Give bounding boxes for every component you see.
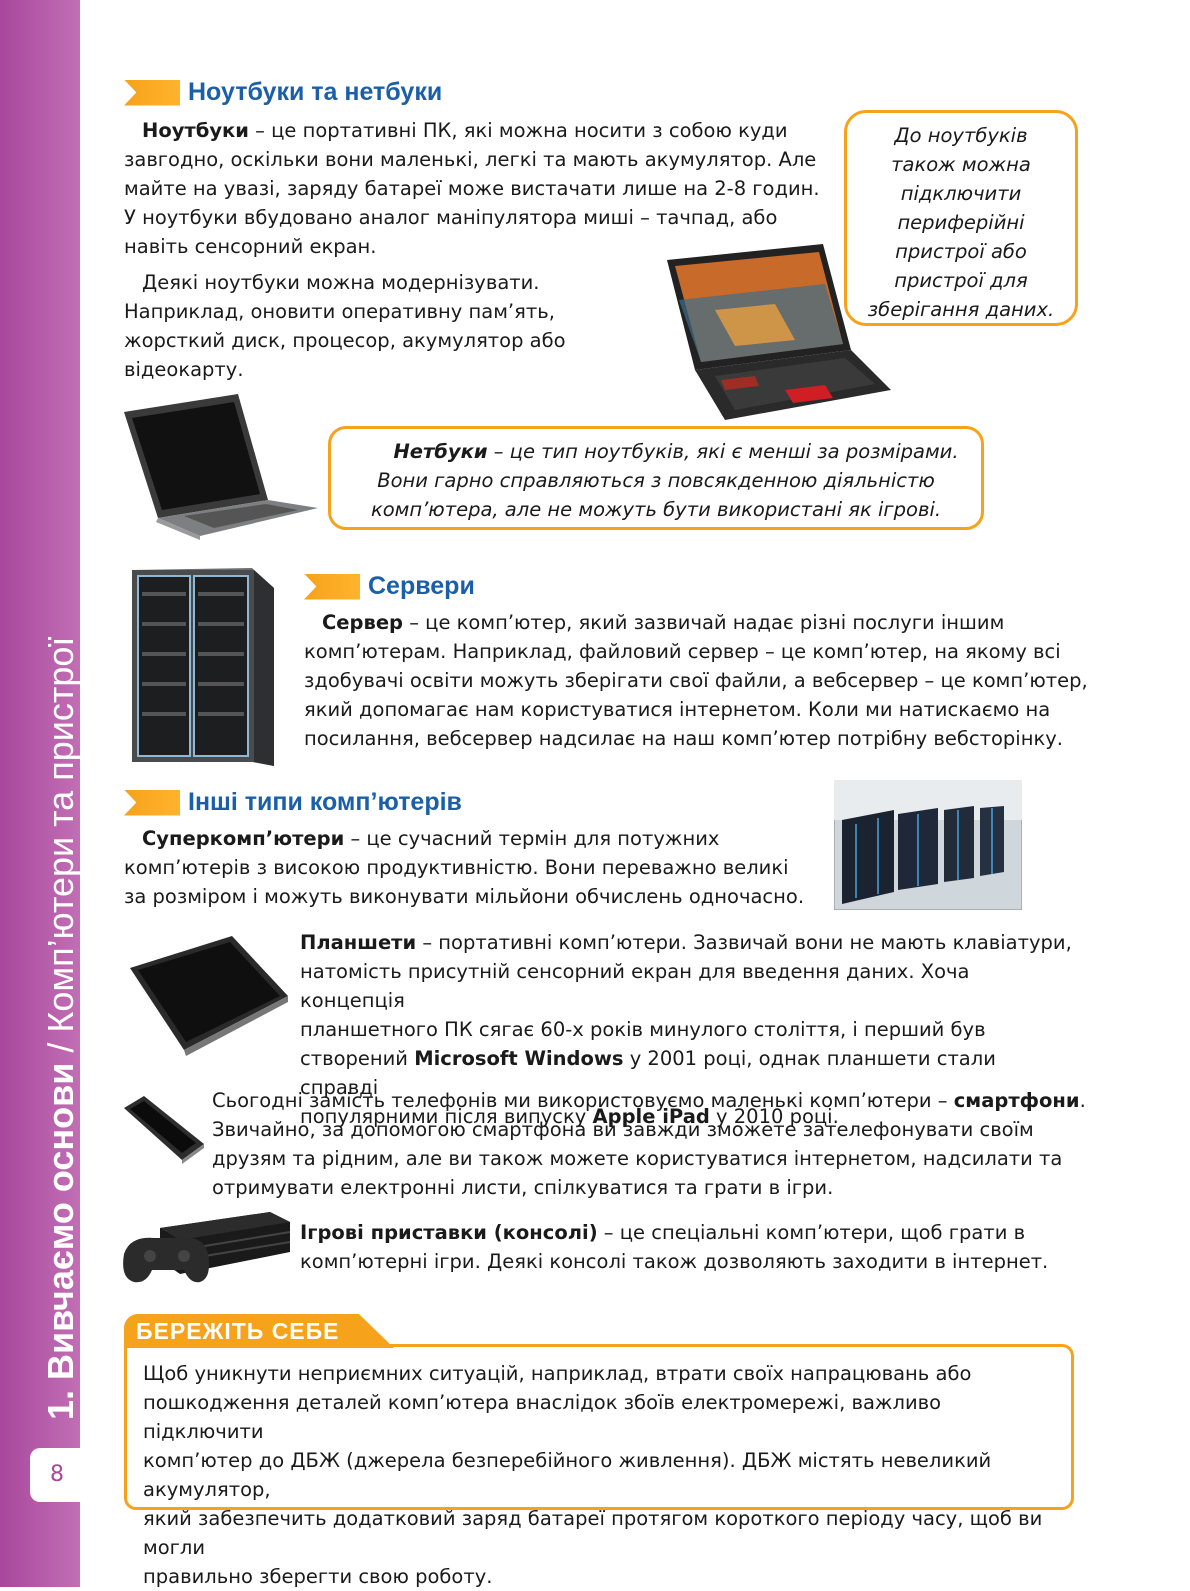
supercomputer-image bbox=[834, 780, 1022, 910]
section-heading-laptops: Ноутбуки та нетбуки bbox=[124, 78, 442, 107]
text-line: – це портативні ПК, які можна носити з с… bbox=[248, 119, 788, 142]
warning-line: Щоб уникнути неприємних ситуацій, наприк… bbox=[143, 1362, 972, 1385]
text-line: навіть сенсорний екран. bbox=[124, 235, 377, 258]
callout-line: До ноутбуків bbox=[894, 124, 1028, 147]
text-line: планшетного ПК сягає 60-х років минулого… bbox=[300, 1018, 986, 1041]
text-line: – це спеціальні комп’ютери, щоб грати в bbox=[597, 1221, 1026, 1244]
gaming-laptop-image bbox=[667, 244, 891, 420]
text-line: – портативні комп’ютери. Зазвичай вони н… bbox=[416, 931, 1072, 954]
text-line: натомість присутній сенсорний екран для … bbox=[300, 960, 970, 1012]
term-apple-ipad: Apple iPad bbox=[592, 1105, 710, 1128]
section-heading-other: Інші типи комп’ютерів bbox=[124, 788, 462, 817]
callout-line: Вони гарно справляються з повсякденною д… bbox=[377, 469, 935, 492]
page-number: 8 bbox=[50, 1462, 64, 1487]
text-line: комп’ютерів з високою продуктивністю. Во… bbox=[124, 856, 789, 879]
warning-box: Щоб уникнути неприємних ситуацій, наприк… bbox=[124, 1344, 1074, 1588]
callout-line: периферійні bbox=[897, 211, 1025, 234]
text-line: комп’ютерні ігри. Деякі консолі також до… bbox=[300, 1250, 1049, 1273]
heading-text: Ноутбуки та нетбуки bbox=[188, 78, 443, 106]
text-line: у 2001 році, однак планшети стали справд… bbox=[300, 1047, 996, 1099]
consoles-paragraph: Ігрові приставки (консолі) – це спеціаль… bbox=[300, 1218, 1080, 1276]
chapter-title: 1. Вивчаємо основи / Комп’ютери та прист… bbox=[40, 637, 82, 1420]
section-heading-servers: Сервери bbox=[304, 572, 475, 601]
text-line: створений bbox=[300, 1047, 415, 1070]
callout-line: підключити bbox=[900, 182, 1022, 205]
term-supercomputers: Суперкомп’ютери bbox=[142, 827, 345, 850]
text-line: У ноутбуки вбудовано аналог маніпулятора… bbox=[124, 206, 778, 229]
warning-line: пошкодження деталей комп’ютера внаслідок… bbox=[143, 1391, 942, 1443]
heading-text: Сервери bbox=[368, 572, 475, 600]
text-line: Наприклад, оновити оперативну пам’ять, bbox=[124, 300, 555, 323]
callout-line: – це тип ноутбуків, які є менші за розмі… bbox=[487, 440, 959, 463]
laptops-upgrade-paragraph: Деякі ноутбуки можна модернізувати. Напр… bbox=[124, 268, 644, 384]
text-line: посилання, вебсервер надсилає на наш ком… bbox=[304, 727, 1063, 750]
warning-line: комп’ютер до ДБЖ (джерела безперебійного… bbox=[143, 1449, 992, 1501]
sidebar: 1. Вивчаємо основи / Комп’ютери та прист… bbox=[0, 0, 82, 1587]
term-server: Сервер bbox=[322, 611, 404, 634]
servers-paragraph: Сервер – це комп’ютер, який зазвичай над… bbox=[304, 608, 1094, 753]
callout-netbooks: Нетбуки – це тип ноутбуків, які є менші … bbox=[328, 426, 984, 530]
text-line: здобувачі освіти можуть зберігати свої ф… bbox=[304, 669, 1088, 692]
callout-line: також можна bbox=[891, 153, 1031, 176]
heading-text: Інші типи комп’ютерів bbox=[188, 788, 462, 816]
callout-peripherals: До ноутбуків також можна підключити пери… bbox=[844, 110, 1078, 326]
callout-line: пристрої для bbox=[894, 269, 1028, 292]
text-line: друзям та рідним, але ви також можете ко… bbox=[212, 1147, 1063, 1170]
callout-line: зберігання даних. bbox=[867, 298, 1055, 321]
warning-line: правильно зберегти свою роботу. bbox=[143, 1565, 493, 1588]
tablet-image bbox=[130, 936, 288, 1056]
term-laptops: Ноутбуки bbox=[142, 119, 249, 142]
callout-line: пристрої або bbox=[895, 240, 1027, 263]
text-line: комп’ютерам. Наприклад, файловий сервер … bbox=[304, 640, 1061, 663]
text-line: завгодно, оскільки вони маленькі, легкі … bbox=[124, 148, 817, 171]
text-line: популярними після випуску bbox=[300, 1105, 593, 1128]
callout-line: комп’ютера, але не можуть бути використа… bbox=[370, 498, 942, 521]
warning-tab: БЕРЕЖІТЬ СЕБЕ bbox=[124, 1314, 394, 1348]
term-consoles: Ігрові приставки (консолі) bbox=[300, 1221, 598, 1244]
text-line: який допомагає нам користуватися інтерне… bbox=[304, 698, 1051, 721]
smartphone-image bbox=[124, 1096, 204, 1164]
page-number-box: 8 bbox=[30, 1448, 80, 1502]
term-netbooks: Нетбуки bbox=[393, 440, 488, 463]
arrow-icon bbox=[124, 79, 180, 106]
arrow-icon bbox=[124, 789, 180, 816]
supercomputers-paragraph: Суперкомп’ютери – це сучасний термін для… bbox=[124, 824, 824, 911]
chapter-title-rest: / Комп’ютери та пристрої bbox=[40, 636, 81, 1063]
text-line: за розміром і можуть виконувати мільйони… bbox=[124, 885, 805, 908]
term-tablets: Планшети bbox=[300, 931, 417, 954]
arrow-icon bbox=[304, 573, 360, 600]
text-line: – це сучасний термін для потужних bbox=[344, 827, 720, 850]
text-line: Деякі ноутбуки можна модернізувати. bbox=[142, 271, 540, 294]
text-line: отримувати електронні листи, спілкуватис… bbox=[212, 1176, 834, 1199]
chapter-title-bold: 1. Вивчаємо основи bbox=[40, 1062, 81, 1420]
game-console-image bbox=[123, 1212, 291, 1283]
warning-title: БЕРЕЖІТЬ СЕБЕ bbox=[136, 1318, 340, 1344]
term-microsoft-windows: Microsoft Windows bbox=[414, 1047, 624, 1070]
text-line: жорсткий диск, процесор, акумулятор або bbox=[124, 329, 566, 352]
text-line: відеокарту. bbox=[124, 358, 244, 381]
text-line: майте на увазі, заряду батареї може вист… bbox=[124, 177, 820, 200]
text-line: Сьогодні замість телефонів ми використов… bbox=[212, 1089, 954, 1112]
laptops-paragraph: Ноутбуки – це портативні ПК, які можна н… bbox=[124, 116, 824, 261]
term-smartphones: смартфони bbox=[953, 1089, 1080, 1112]
server-rack-image bbox=[132, 568, 274, 766]
smartphones-paragraph: Сьогодні замість телефонів ми використов… bbox=[212, 1086, 1102, 1202]
text-line: – це комп’ютер, який зазвичай надає різн… bbox=[403, 611, 1005, 634]
warning-line: який забезпечить додатковий заряд батаре… bbox=[143, 1507, 1043, 1559]
tablets-paragraph: Планшети – портативні комп’ютери. Зазвич… bbox=[300, 928, 1080, 1131]
text-line: Звичайно, за допомогою смартфона ви завж… bbox=[212, 1118, 1034, 1141]
text-line: . bbox=[1079, 1089, 1086, 1112]
netbook-image bbox=[124, 394, 318, 540]
text-line: у 2010 році. bbox=[709, 1105, 839, 1128]
